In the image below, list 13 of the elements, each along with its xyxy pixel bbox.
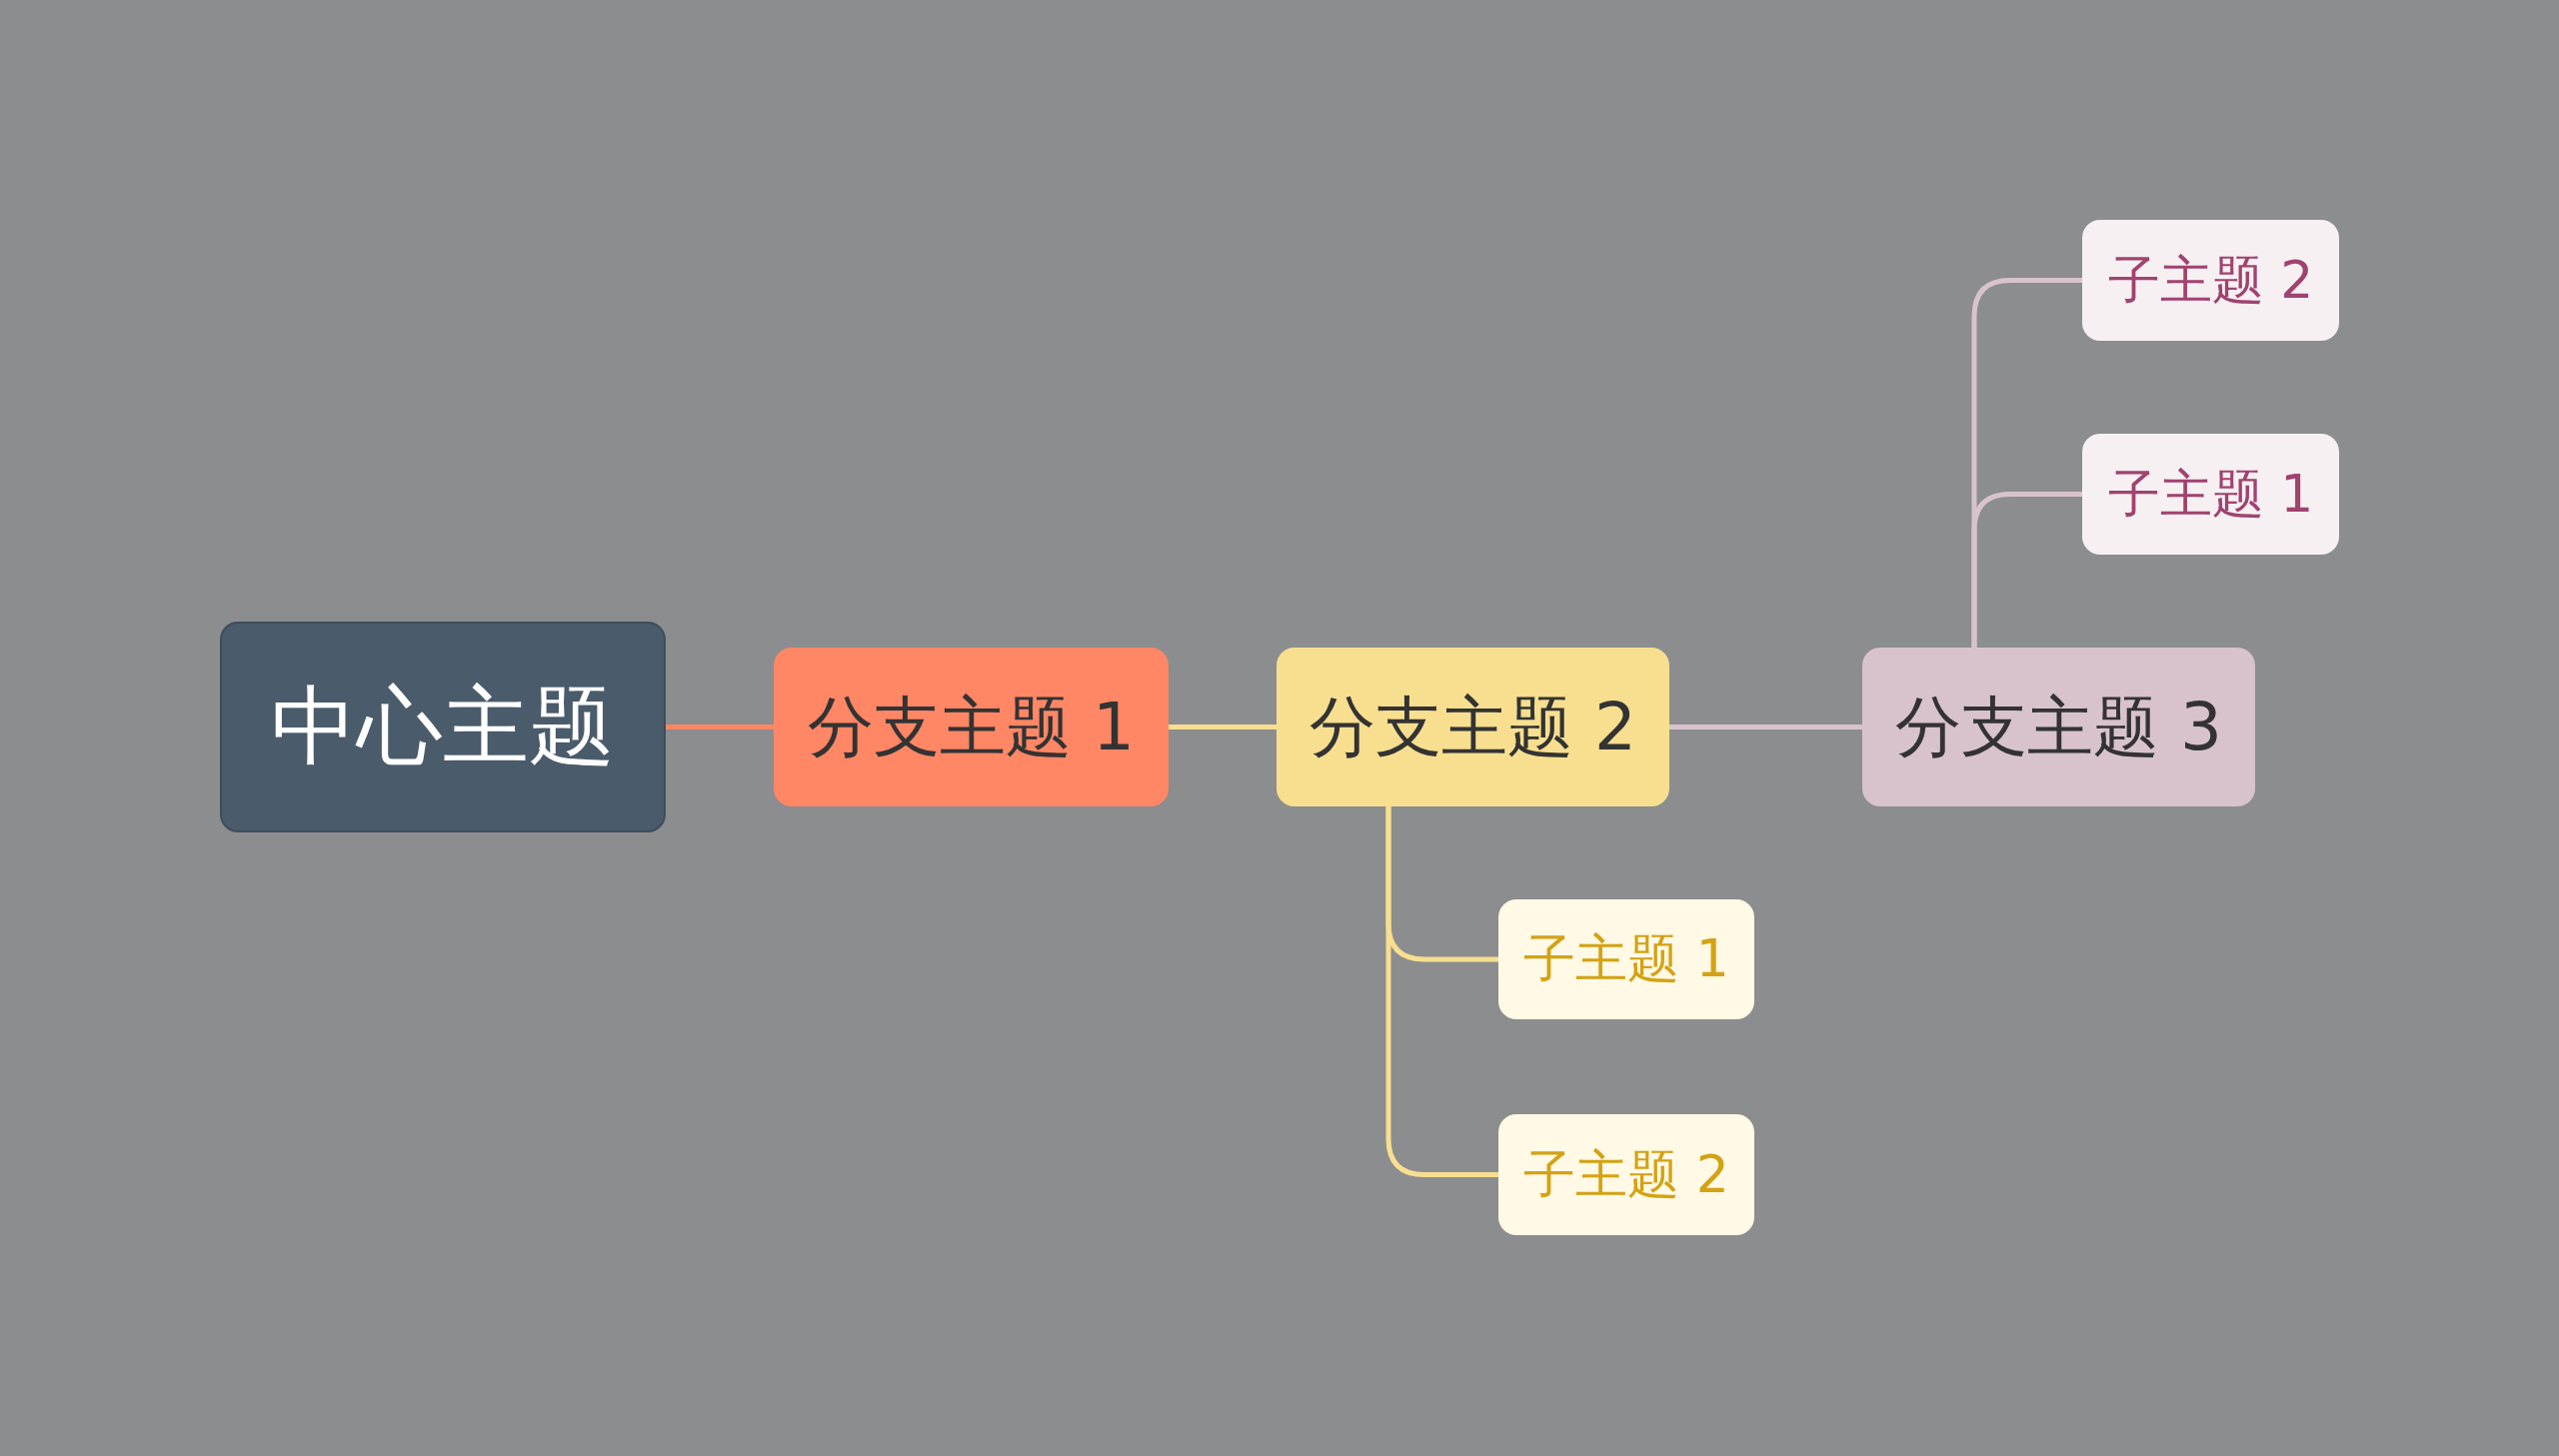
- central-topic-box: 中心主题: [220, 622, 666, 832]
- connector-line: [1971, 492, 2082, 648]
- branch-topic-box: 分支主题 1: [774, 648, 1169, 806]
- subtopic-box: 子主题 2: [1498, 1114, 1754, 1235]
- connector-line: [1669, 725, 1862, 729]
- subtopic-box: 子主题 1: [2082, 434, 2339, 555]
- subtopic-box: 子主题 2: [2082, 220, 2339, 341]
- connector-line: [1169, 725, 1277, 729]
- subtopic-box: 子主题 1: [1498, 899, 1754, 1019]
- branch-topic-box: 分支主题 2: [1277, 648, 1669, 806]
- branch-topic-box: 分支主题 3: [1862, 648, 2255, 806]
- connector-line: [1385, 806, 1498, 1177]
- connector-line: [666, 725, 774, 729]
